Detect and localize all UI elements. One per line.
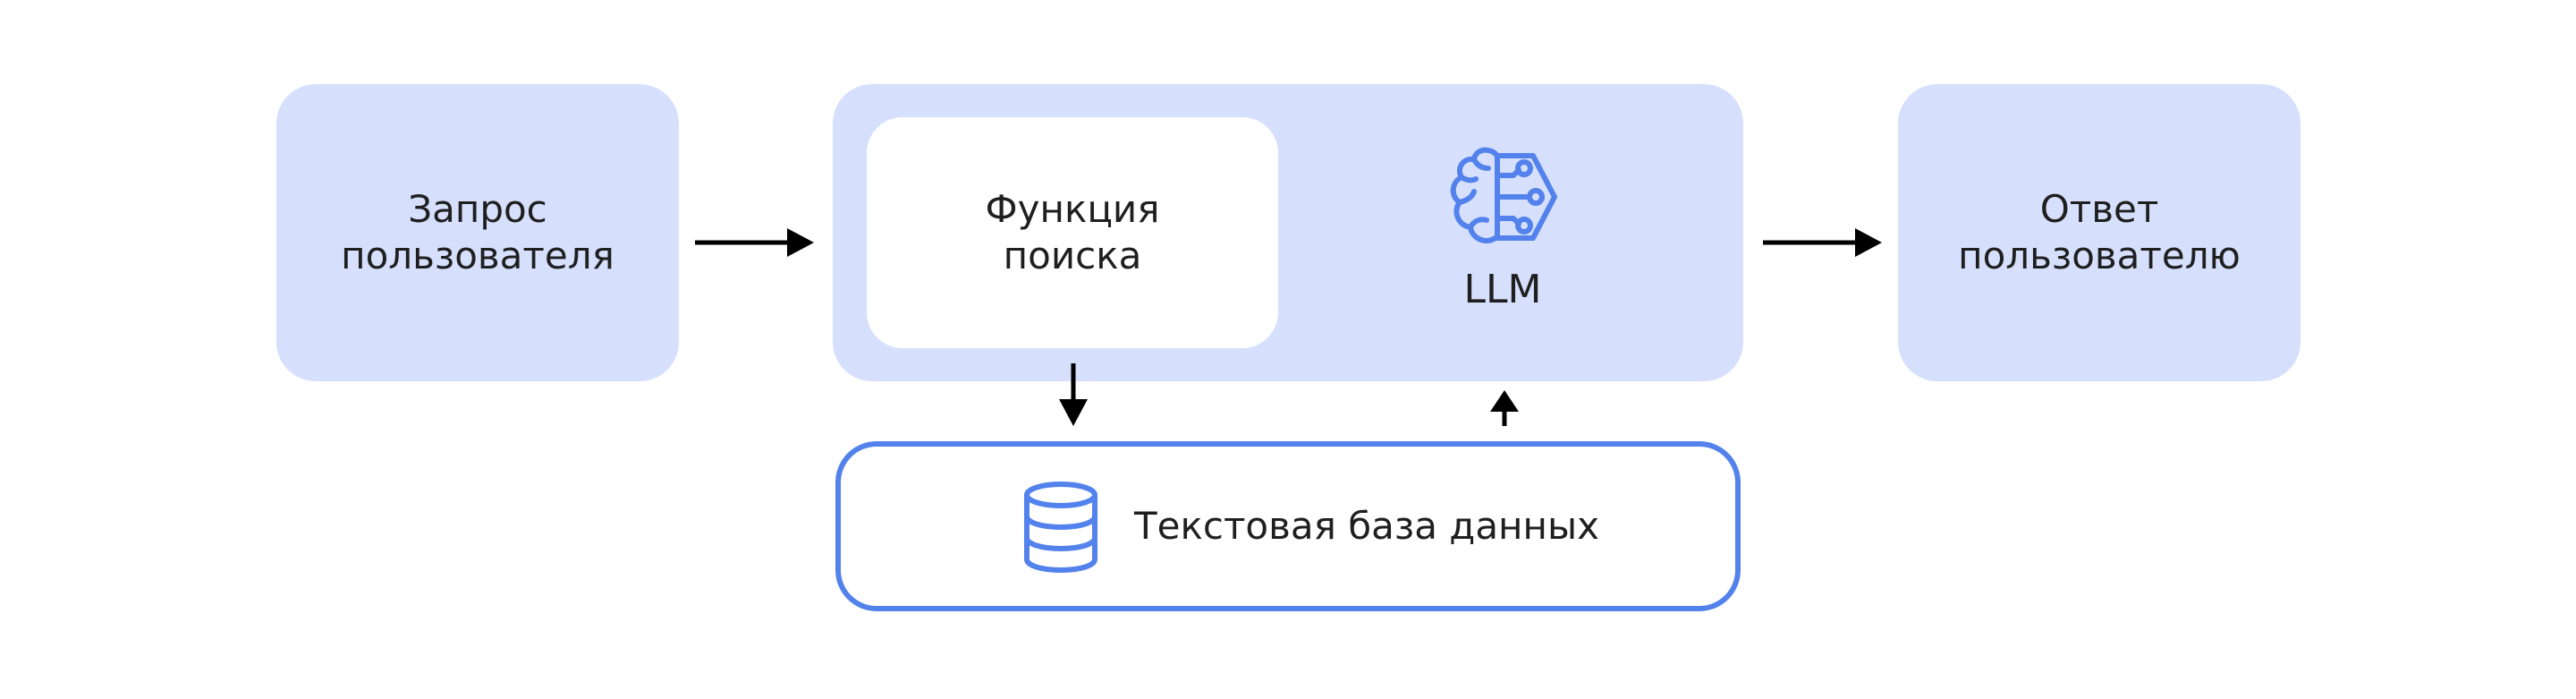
database-icon [1024,482,1097,573]
user-answer-box: Ответ пользователю [1898,84,2301,381]
llm-group: LLM [1395,145,1610,324]
arrow-request-to-search [695,228,814,257]
user-answer-label: Ответ пользователю [1958,187,2241,277]
text-database-box [835,441,1741,611]
arrow-llm-to-answer [1763,228,1882,257]
search-function-box: Функция поиска [867,117,1278,348]
brain-circuit-icon [1450,147,1557,243]
user-request-box: Запрос пользователя [276,84,679,381]
arrow-database-to-llm [1490,390,1519,426]
search-function-label: Функция поиска [985,187,1160,277]
arrow-search-to-database [1059,363,1088,426]
llm-label: LLM [1463,267,1542,312]
text-database-label: Текстовая база данных [1134,504,1599,548]
user-request-label: Запрос пользователя [341,187,614,277]
